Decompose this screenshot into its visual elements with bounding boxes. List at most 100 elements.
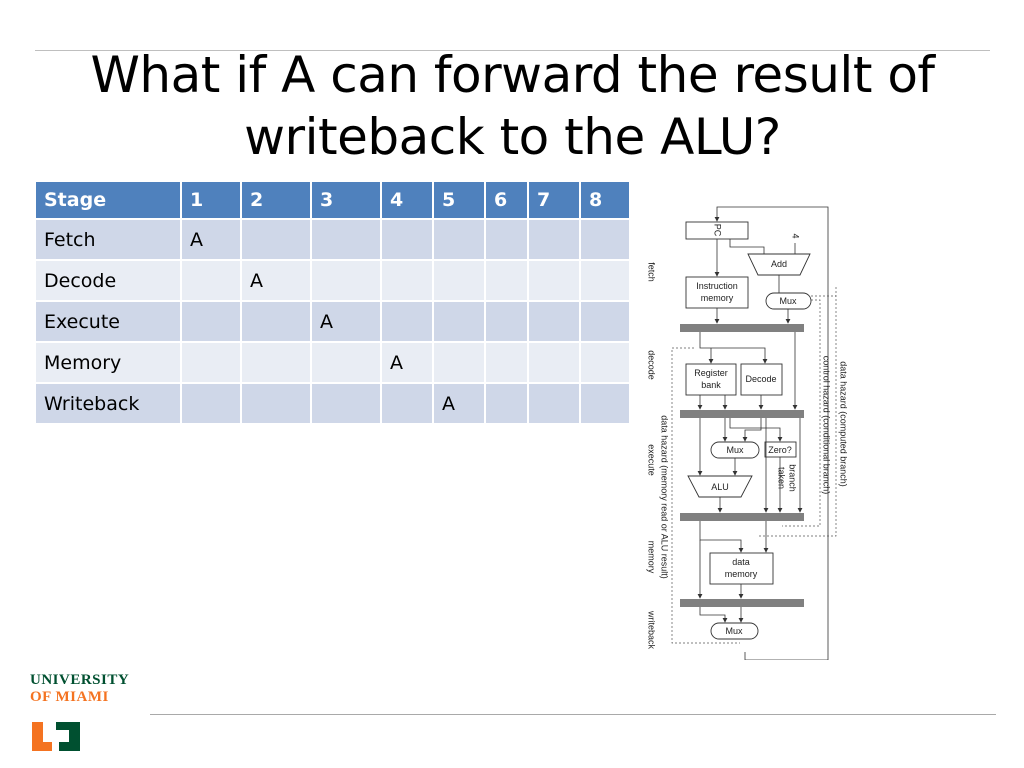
feedback-wire xyxy=(714,206,829,660)
table-cell xyxy=(529,261,579,300)
alu-label: ALU xyxy=(711,482,729,492)
u-logo-icon xyxy=(32,722,80,751)
table-cell xyxy=(242,384,310,423)
data-memory-label: memory xyxy=(725,569,758,579)
top-rule xyxy=(35,50,990,51)
table-cell xyxy=(182,302,240,341)
table-row: Writeback A xyxy=(36,384,629,423)
table-cell: A xyxy=(382,343,432,382)
four-label: 4 xyxy=(791,233,801,238)
stage-name-cell: Execute xyxy=(36,302,180,341)
table-cell xyxy=(434,220,484,259)
table-cell xyxy=(434,261,484,300)
header-cell: 8 xyxy=(581,182,629,218)
header-cell: 5 xyxy=(434,182,484,218)
university-logo: UNIVERSITY OF MIAMI xyxy=(30,672,129,706)
stage-label-decode: decode xyxy=(647,350,657,380)
header-cell: Stage xyxy=(36,182,180,218)
stage-label-execute: execute xyxy=(647,444,657,476)
logo-university: UNIVERSITY xyxy=(30,672,130,688)
pipeline-diagram: PC 4 Add Instruction memory Mux Register… xyxy=(647,206,849,660)
stage-name-cell: Writeback xyxy=(36,384,180,423)
add-label: Add xyxy=(771,259,787,269)
memory-hazard-path xyxy=(671,347,740,644)
stage-label-memory: memory xyxy=(647,541,657,574)
table-row: Fetch A xyxy=(36,220,629,259)
zero-label: Zero? xyxy=(768,445,792,455)
data-memory xyxy=(709,552,774,585)
register-bank-label: Register xyxy=(694,368,728,378)
table-cell: A xyxy=(434,384,484,423)
table-cell xyxy=(242,343,310,382)
table-cell xyxy=(486,261,527,300)
table-cell xyxy=(529,343,579,382)
stage-name-cell: Decode xyxy=(36,261,180,300)
register-bank xyxy=(685,363,737,396)
table-cell xyxy=(581,384,629,423)
table-cell: A xyxy=(312,302,380,341)
instruction-memory-label: Instruction xyxy=(696,281,738,291)
stage-label-fetch: fetch xyxy=(647,262,657,282)
pc-label: PC xyxy=(713,224,723,237)
table-cell xyxy=(434,343,484,382)
header-cell: 6 xyxy=(486,182,527,218)
table-cell xyxy=(382,302,432,341)
header-cell: 4 xyxy=(382,182,432,218)
fetch-mux-label: Mux xyxy=(779,296,797,306)
hazard-label-computed-branch: data hazard (computed branch) xyxy=(839,361,849,487)
table-cell xyxy=(529,220,579,259)
table-cell xyxy=(486,220,527,259)
pipeline-register xyxy=(680,513,804,521)
table-cell xyxy=(312,343,380,382)
header-cell: 2 xyxy=(242,182,310,218)
pipeline-table: Stage 1 2 3 4 5 6 7 8 Fetch A Decode A xyxy=(34,180,631,425)
control-hazard-path xyxy=(782,299,821,527)
writeback-mux xyxy=(710,622,759,640)
table-cell xyxy=(486,302,527,341)
table-cell xyxy=(312,220,380,259)
table-cell xyxy=(529,302,579,341)
computed-branch-path xyxy=(758,286,837,537)
table-cell xyxy=(486,384,527,423)
logo-of-miami: OF MIAMI xyxy=(30,689,109,705)
pipeline-register xyxy=(680,410,804,418)
table-row: Decode A xyxy=(36,261,629,300)
table-cell xyxy=(382,261,432,300)
table-cell xyxy=(581,343,629,382)
branch-taken-label: taken xyxy=(777,467,787,489)
hazard-label-memory-read: data hazard (memory read or ALU result) xyxy=(660,415,670,579)
decode-box xyxy=(740,363,783,396)
writeback-mux-label: Mux xyxy=(725,626,743,636)
table-cell xyxy=(581,261,629,300)
table-cell xyxy=(382,220,432,259)
stage-name-cell: Memory xyxy=(36,343,180,382)
hazard-label-conditional-branch: control hazard (conditional branch) xyxy=(822,356,832,495)
table-cell xyxy=(182,261,240,300)
alu-unit xyxy=(687,475,753,498)
fetch-mux xyxy=(765,292,812,310)
table-cell xyxy=(182,343,240,382)
table-row: Execute A xyxy=(36,302,629,341)
header-cell: 1 xyxy=(182,182,240,218)
slide-title: What if A can forward the result of writ… xyxy=(90,46,935,166)
table-cell xyxy=(312,384,380,423)
table-cell xyxy=(312,261,380,300)
pipeline-register xyxy=(680,324,804,332)
stage-name-cell: Fetch xyxy=(36,220,180,259)
table-header-row: Stage 1 2 3 4 5 6 7 8 xyxy=(36,182,629,218)
table-cell xyxy=(382,384,432,423)
header-cell: 7 xyxy=(529,182,579,218)
instruction-memory-label: memory xyxy=(701,293,734,303)
data-memory-label: data xyxy=(732,557,750,567)
header-cell: 3 xyxy=(312,182,380,218)
table-cell xyxy=(581,302,629,341)
execute-mux-label: Mux xyxy=(726,445,744,455)
add-unit xyxy=(747,253,811,276)
table-cell xyxy=(182,384,240,423)
stage-label-writeback: writeback xyxy=(647,610,657,650)
table-cell: A xyxy=(182,220,240,259)
zero-box xyxy=(764,441,797,458)
table-cell: A xyxy=(242,261,310,300)
table-cell xyxy=(434,302,484,341)
bottom-rule xyxy=(150,714,996,715)
